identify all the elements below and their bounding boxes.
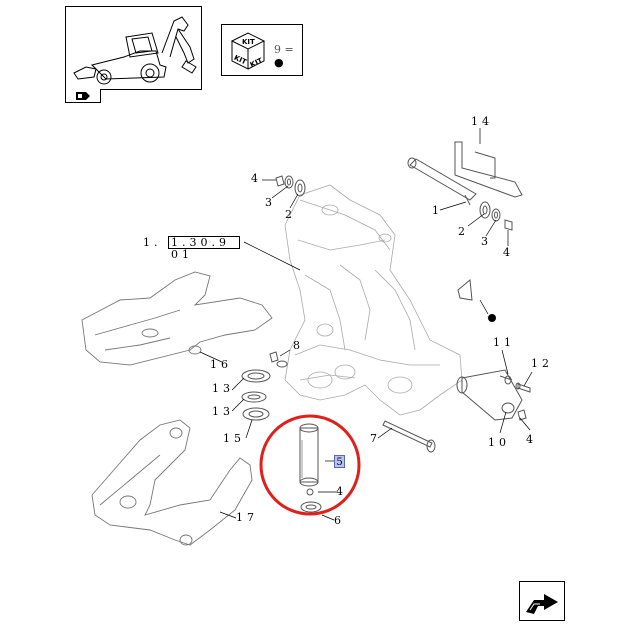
highlight-circle [259, 414, 361, 516]
reference-text: 1.30.9 01 [171, 236, 230, 261]
callout-7[interactable]: 7 [370, 432, 381, 445]
callout-12[interactable]: 12 [531, 357, 553, 370]
callout-17[interactable]: 17 [236, 511, 258, 524]
next-page-button[interactable] [519, 581, 565, 621]
arrow-bookmark-button[interactable] [65, 89, 101, 103]
arm-17 [91, 419, 253, 546]
washers-8-13-15 [241, 351, 288, 421]
small-bracket [457, 279, 473, 301]
machine-thumbnail [65, 6, 202, 90]
kit-note: 9 = ● [274, 43, 302, 69]
callout-16[interactable]: 16 [210, 358, 232, 371]
bolt-12 [504, 375, 531, 421]
callout-3-right[interactable]: 3 [481, 235, 492, 248]
rod-7 [382, 420, 436, 453]
callout-11[interactable]: 11 [493, 336, 515, 349]
kit-legend: KIT KIT KIT 9 = ● [221, 24, 303, 76]
callout-4-topleft[interactable]: 4 [251, 172, 262, 185]
callout-13b[interactable]: 13 [212, 405, 234, 418]
reference-prefix: 1. [143, 236, 162, 249]
pin-10 [456, 369, 523, 421]
callout-4-center[interactable]: 4 [336, 485, 347, 498]
plate-16 [81, 271, 273, 366]
callout-2-right[interactable]: 2 [458, 225, 469, 238]
callout-13a[interactable]: 13 [212, 382, 234, 395]
kit-cube-icon: KIT KIT KIT [230, 32, 266, 70]
callout-4-right[interactable]: 4 [503, 246, 514, 259]
kit-dot-marker [488, 314, 496, 322]
main-bracket [284, 184, 463, 416]
callout-2-left[interactable]: 2 [285, 208, 296, 221]
svg-text:KIT: KIT [242, 38, 255, 46]
reference-link[interactable]: 1.30.9 01 [168, 236, 240, 261]
next-page-arrow-icon [526, 594, 558, 614]
pin-1 [407, 157, 477, 206]
callout-14[interactable]: 14 [471, 115, 493, 128]
callout-10[interactable]: 10 [488, 436, 510, 449]
arrow-bookmark-icon [76, 92, 90, 100]
callout-5[interactable]: 5 [334, 455, 345, 468]
lock-plate-14 [454, 141, 523, 198]
callout-1-top[interactable]: 1 [432, 204, 443, 217]
callout-15[interactable]: 15 [223, 432, 245, 445]
backhoe-loader-icon [73, 16, 197, 85]
pin-5 [299, 423, 319, 487]
kit-note-symbol: ● [274, 56, 284, 69]
washer-6 [300, 488, 322, 513]
callout-3-left[interactable]: 3 [265, 196, 276, 209]
kit-note-prefix: 9 = [274, 43, 294, 56]
callout-4-right-low[interactable]: 4 [526, 433, 537, 446]
callout-8[interactable]: 8 [293, 339, 304, 352]
washers-right [479, 201, 513, 231]
leader-lines [199, 128, 533, 521]
callout-6[interactable]: 6 [334, 514, 345, 527]
washers-left [275, 175, 306, 197]
